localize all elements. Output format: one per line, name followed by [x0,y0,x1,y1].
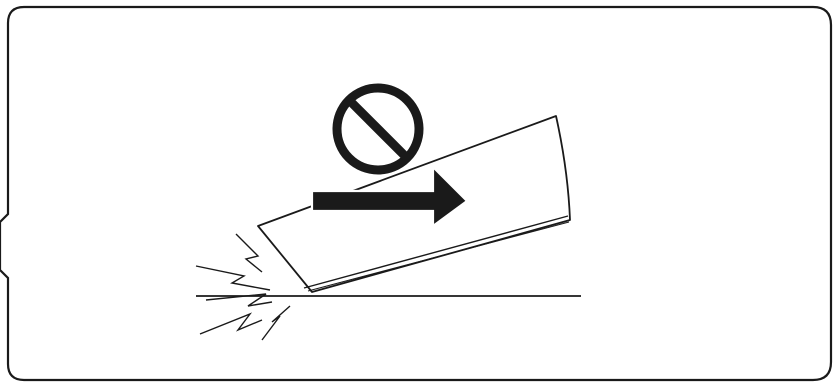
illustration-canvas [0,0,839,384]
instruction-illustration [0,0,839,384]
